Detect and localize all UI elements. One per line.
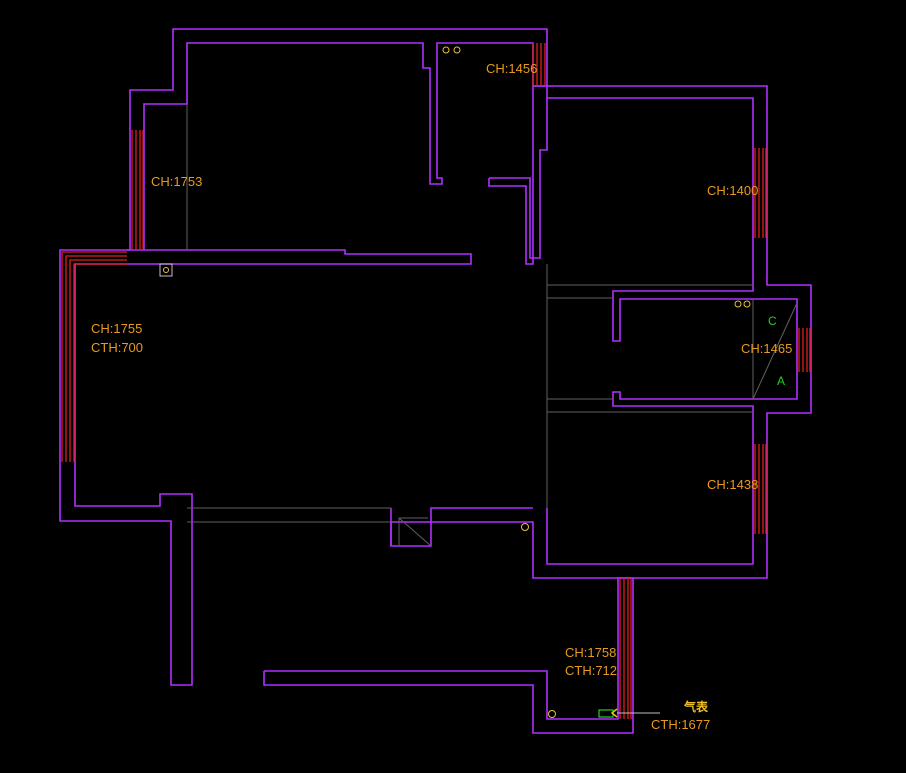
wall-right-outer [390,85,812,579]
label-cth-712: CTH:712 [565,663,617,678]
gas-meter-icon [598,708,660,718]
window-right-upper [754,148,767,238]
annotations: CH:1456 CH:1753 CH:1400 CH:1755 CTH:700 … [91,61,792,732]
window-top-right [532,43,546,86]
window-right-bath [798,328,811,372]
outlet-icon-kitchen [521,523,529,531]
outlet-icon-bath-pair [734,300,751,308]
outlet-icon-top-pair [442,46,461,54]
label-ch-1438: CH:1438 [707,477,758,492]
label-letter-c: C [768,314,777,328]
window-left-upper [131,130,144,250]
label-ch-1456: CH:1456 [486,61,537,76]
window-right-lower [754,444,767,534]
label-letter-a: A [777,374,785,388]
wall-partition-mid-2 [488,85,547,265]
window-balcony-vertical [619,578,632,719]
label-ch-1465: CH:1465 [741,341,792,356]
outlet-icon-balcony [548,710,556,718]
windows [61,43,811,719]
label-cth-700: CTH:700 [91,340,143,355]
label-ch-1755: CH:1755 [91,321,142,336]
label-gas-meter: 气表 [683,699,709,714]
label-cth-1677: CTH:1677 [651,717,710,732]
reference-lines [186,104,798,547]
walls [59,28,812,734]
wall-balcony [263,577,634,734]
wall-partition-mid [489,86,548,259]
label-ch-1753: CH:1753 [151,174,202,189]
wall-right-inner [546,97,798,565]
outlet-icon-left [159,263,173,277]
label-ch-1758: CH:1758 [565,645,616,660]
wall-top-left-inner [143,42,534,250]
label-ch-1400: CH:1400 [707,183,758,198]
wall-top-left-outer [129,28,548,250]
wall-divider-horizontal [127,249,472,265]
window-left-bay [61,251,127,462]
wall-left-outer [59,249,193,686]
